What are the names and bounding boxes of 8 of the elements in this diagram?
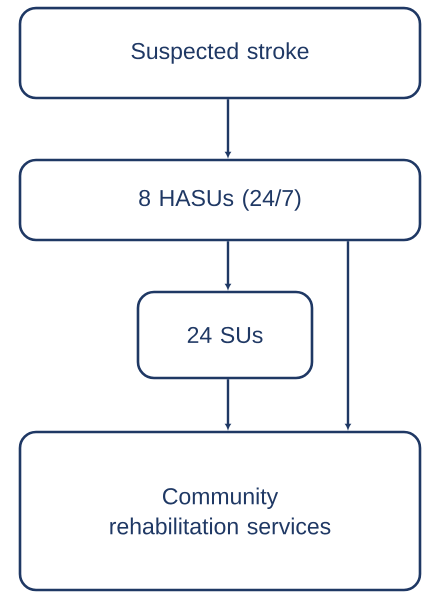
arrow [345,241,351,430]
arrow [225,241,231,290]
process-box: Community rehabilitation services [18,430,422,592]
process-box: 8 HASUs (24/7) [18,158,422,242]
process-box: 24 SUs [136,290,314,380]
process-box: Suspected stroke [18,6,422,100]
arrow [225,379,231,430]
arrow [225,99,231,158]
